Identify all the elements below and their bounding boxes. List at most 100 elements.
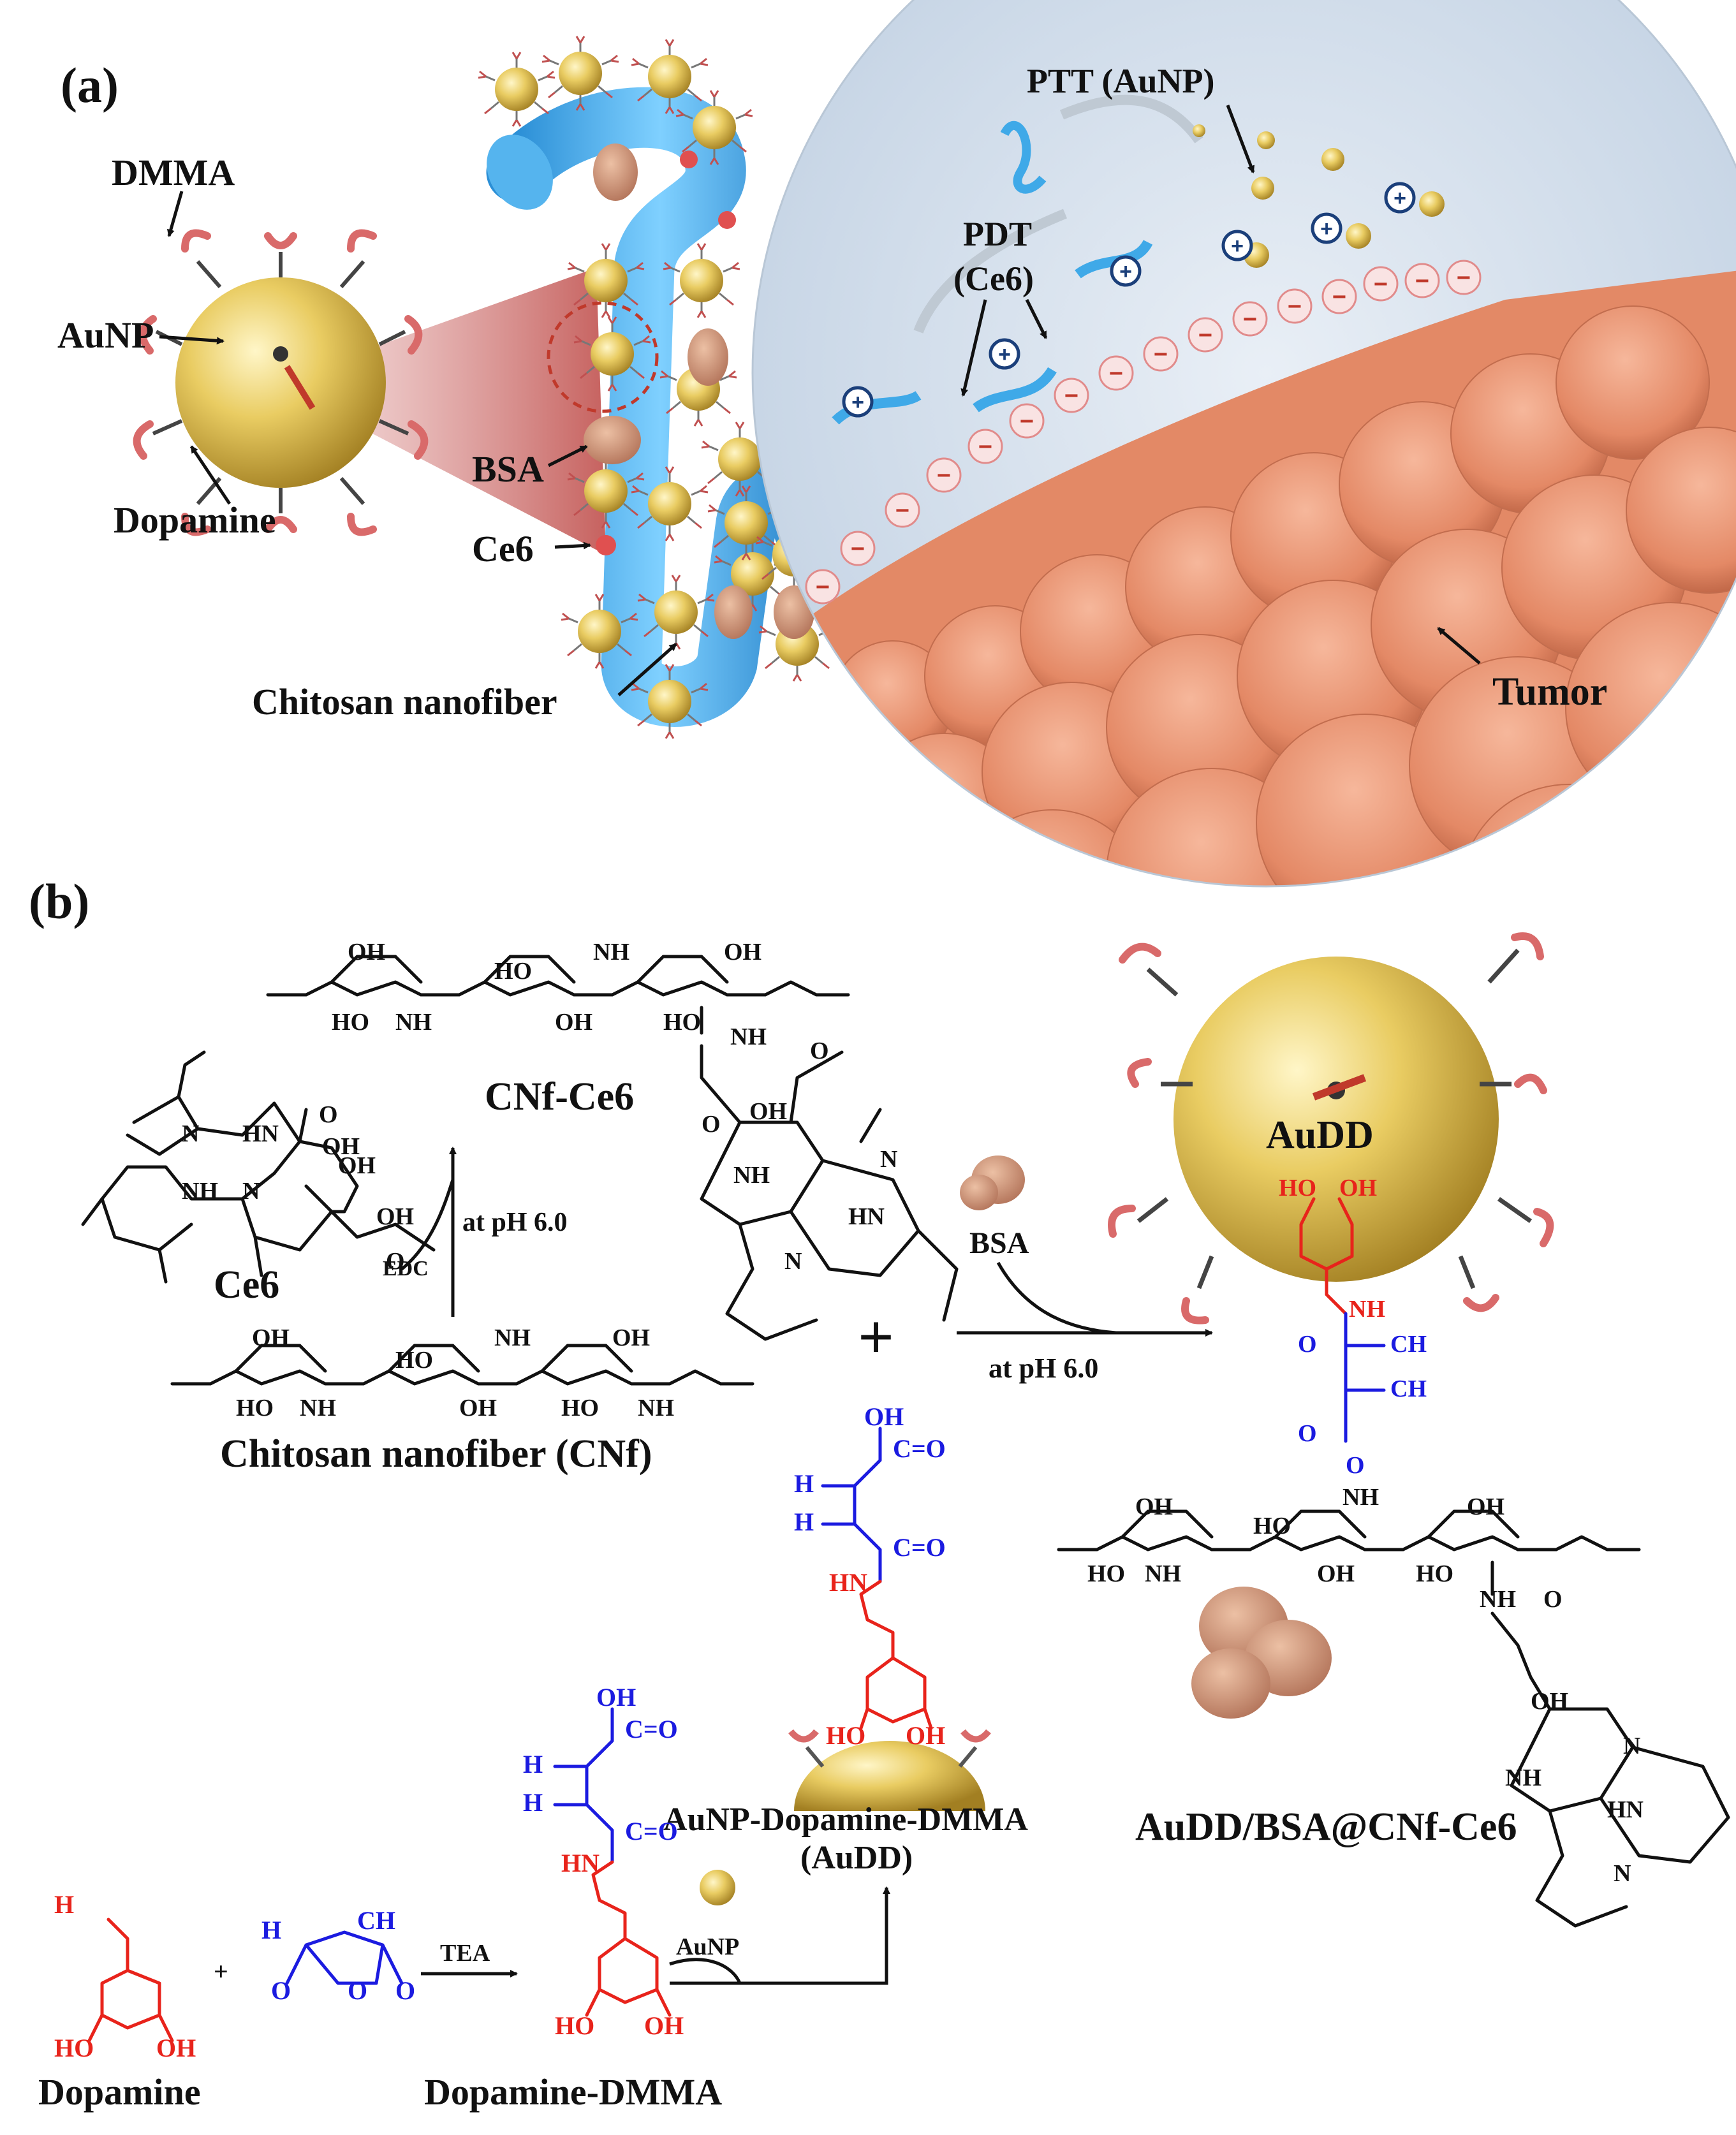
atom-label: OH — [156, 2034, 196, 2062]
product-structure — [1057, 1197, 1730, 1928]
charge-minus: − — [1064, 383, 1078, 409]
label-pdt: PDT — [963, 215, 1032, 253]
charge-plus: + — [1119, 260, 1132, 284]
charge-minus: − — [1109, 360, 1123, 387]
dopamine-dmma-structure — [553, 1707, 672, 2017]
aunp-reagent — [700, 1870, 735, 1905]
atom-label: H — [54, 1890, 74, 1919]
atom-label: NH — [1505, 1764, 1541, 1791]
atom-label: OH — [322, 1133, 360, 1160]
atom-label: HO — [663, 1009, 701, 1036]
atom-label: HO — [395, 1347, 433, 1374]
charge-minus: − — [1243, 306, 1257, 333]
atom-label: C=O — [625, 1817, 678, 1845]
charge-minus: − — [1415, 268, 1429, 295]
atom-label: NH — [494, 1324, 531, 1351]
label-dmma: DMMA — [112, 152, 235, 193]
atom-label: N — [1614, 1860, 1631, 1887]
atom-label: NH — [593, 939, 629, 965]
atom-label: O — [1543, 1586, 1563, 1613]
atom-label: HO — [561, 1395, 599, 1421]
atom-label: OH — [252, 1324, 290, 1351]
atom-label: NH — [395, 1009, 432, 1036]
tumor-environment-circle: − − − − − − − − − − − − − − − − — [751, 0, 1736, 888]
atom-label: OH — [459, 1395, 497, 1421]
atom-label: HO — [1253, 1513, 1291, 1539]
atom-label: OH — [864, 1402, 904, 1431]
dmma-structure — [285, 1930, 404, 1985]
atom-label: O — [702, 1111, 721, 1138]
label-bsa: BSA — [472, 448, 544, 490]
label-audd-abbr: (AuDD) — [800, 1840, 913, 1876]
audd-particle — [1108, 932, 1554, 1324]
charge-minus: − — [851, 536, 865, 562]
bsa-protein-small — [960, 1156, 1025, 1210]
dopamine-structure — [87, 1918, 174, 2043]
label-dopamine-dmma: Dopamine-DMMA — [424, 2071, 722, 2113]
label-dopamine-b: Dopamine — [38, 2071, 201, 2113]
atom-label: HN — [1607, 1796, 1644, 1823]
atom-label: NH — [638, 1395, 674, 1421]
atom-label: OH — [1317, 1560, 1355, 1587]
atom-label: C=O — [625, 1715, 678, 1743]
atom-label: N — [1623, 1733, 1640, 1759]
atom-label: H — [261, 1916, 281, 1944]
atom-label: CH — [357, 1906, 395, 1935]
atom-label: OH — [1467, 1493, 1504, 1520]
atom-label: HO — [1416, 1560, 1453, 1587]
atom-label: HO — [1087, 1560, 1125, 1587]
atom-label: OH — [749, 1098, 787, 1125]
charge-minus: − — [816, 574, 830, 601]
label-chitosan-nanofiber: Chitosan nanofiber — [252, 681, 557, 723]
atom-label: O — [271, 1976, 291, 2005]
atom-label: C=O — [893, 1434, 946, 1463]
label-aunp: AuNP — [57, 314, 154, 356]
plus-sign-small: + — [214, 1957, 228, 1986]
atom-label: H — [523, 1788, 543, 1817]
atom-label: HO — [826, 1721, 865, 1750]
ce6-structure — [81, 1050, 436, 1284]
atom-label: OH — [338, 1152, 376, 1179]
atom-label: NH — [733, 1162, 770, 1189]
atom-label: O — [386, 1248, 405, 1275]
atom-label: HN — [561, 1849, 600, 1877]
label-bsa-b: BSA — [969, 1226, 1029, 1260]
atom-label: O — [348, 1976, 367, 2005]
atom-label: OH — [906, 1721, 945, 1750]
atom-label: OH — [348, 939, 385, 965]
label-edc: EDC — [383, 1257, 429, 1280]
atom-label: OH — [1135, 1493, 1173, 1520]
atom-label: O — [1346, 1452, 1365, 1479]
atom-label: OH — [1339, 1175, 1377, 1201]
atom-label: HO — [332, 1009, 369, 1036]
atom-label: H — [794, 1508, 814, 1536]
label-ph-left: at pH 6.0 — [462, 1208, 568, 1237]
charge-plus: + — [998, 342, 1011, 367]
atom-label: N — [784, 1248, 802, 1275]
atom-label: NH — [1342, 1484, 1379, 1511]
charge-plus: + — [851, 390, 864, 415]
chitosan-nanofiber-illustration — [477, 35, 837, 740]
bsa-protein-large — [1191, 1587, 1332, 1719]
label-cnf-ce6: CNf-Ce6 — [485, 1075, 634, 1119]
label-chitosan-cnf: Chitosan nanofiber (CNf) — [220, 1432, 652, 1476]
atom-label: OH — [1531, 1688, 1568, 1715]
atom-label: OH — [644, 2011, 684, 2040]
atom-label: HN — [829, 1568, 867, 1597]
label-audd: AuDD — [1266, 1113, 1374, 1157]
atom-label: OH — [612, 1324, 650, 1351]
atom-label: HN — [242, 1120, 279, 1147]
atom-label: HO — [236, 1395, 274, 1421]
label-ph-right: at pH 6.0 — [989, 1353, 1098, 1384]
charge-plus: + — [1320, 217, 1333, 241]
label-ce6: Ce6 — [472, 528, 534, 569]
atom-label: HO — [1279, 1175, 1316, 1201]
atom-label: N — [880, 1146, 897, 1173]
label-tumor: Tumor — [1492, 670, 1607, 714]
atom-label: HN — [848, 1203, 885, 1230]
atom-label: OH — [596, 1683, 636, 1712]
atom-label: OH — [376, 1203, 414, 1230]
atom-label: NH — [1145, 1560, 1181, 1587]
atom-label: O — [810, 1038, 829, 1064]
